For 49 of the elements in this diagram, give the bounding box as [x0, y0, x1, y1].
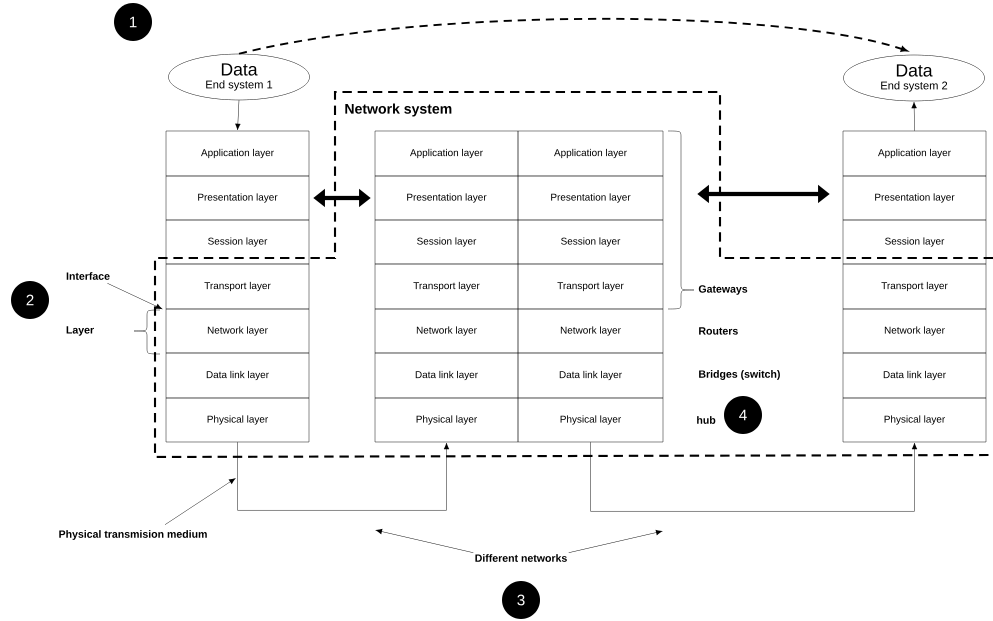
layer-box: Presentation layer	[374, 176, 518, 220]
device-label: Routers	[699, 327, 738, 335]
leader-arrow	[107, 283, 162, 310]
title-text: Network system	[345, 103, 452, 117]
layer-box: Application layer	[518, 130, 664, 176]
device-label: Gateways	[698, 285, 748, 295]
layer-box: Presentation layer	[518, 176, 664, 220]
transmission-line	[590, 442, 918, 512]
layer-box: Data link layer	[374, 352, 518, 398]
step-number: 3	[502, 581, 540, 619]
layer-box: Application layer	[166, 130, 310, 176]
layer-box: Transport layer	[518, 264, 664, 310]
callout-text: Physical transmision medium	[59, 530, 207, 540]
layer-box: Data link layer	[518, 352, 664, 398]
layer-box: Application layer	[842, 130, 986, 176]
dashed-arrow	[238, 18, 908, 55]
layer-box: Physical layer	[842, 398, 986, 442]
leader-arrow	[568, 530, 662, 553]
layer-box: Presentation layer	[166, 176, 310, 220]
layer-box: Network layer	[518, 308, 664, 354]
layer-box: Transport layer	[166, 264, 310, 310]
layer-box: Physical layer	[374, 398, 518, 442]
layer-box: Network layer	[166, 308, 310, 354]
layer-box: Presentation layer	[842, 176, 986, 220]
transmission-line	[237, 442, 450, 510]
layer-box: Network layer	[374, 308, 518, 354]
layer-box: Session layer	[518, 220, 664, 264]
leader-arrow	[376, 528, 474, 553]
layer-box: Physical layer	[518, 398, 664, 442]
layer-label: Layer	[66, 326, 94, 336]
layer-box: Network layer	[842, 308, 986, 354]
step-number: 1	[114, 3, 152, 41]
leader-arrow	[164, 478, 236, 525]
layer-box: Transport layer	[842, 264, 986, 310]
layer-box: Data link layer	[842, 352, 986, 398]
layer-box: Session layer	[374, 220, 518, 264]
device-label: Bridges (switch)	[699, 370, 780, 380]
layer-box: Data link layer	[166, 352, 310, 398]
layer-box: Session layer	[842, 220, 986, 264]
callout-text: Different networks	[475, 554, 567, 562]
callout-text: Interface	[66, 272, 110, 280]
step-number: 4	[724, 396, 762, 434]
step-number: 2	[11, 281, 49, 319]
layer-box: Physical layer	[166, 398, 310, 442]
layer-box: Transport layer	[374, 264, 518, 310]
arrow	[911, 102, 917, 131]
layer-box: Application layer	[374, 130, 518, 176]
arrow	[235, 100, 241, 130]
layer-box: Session layer	[166, 220, 310, 264]
